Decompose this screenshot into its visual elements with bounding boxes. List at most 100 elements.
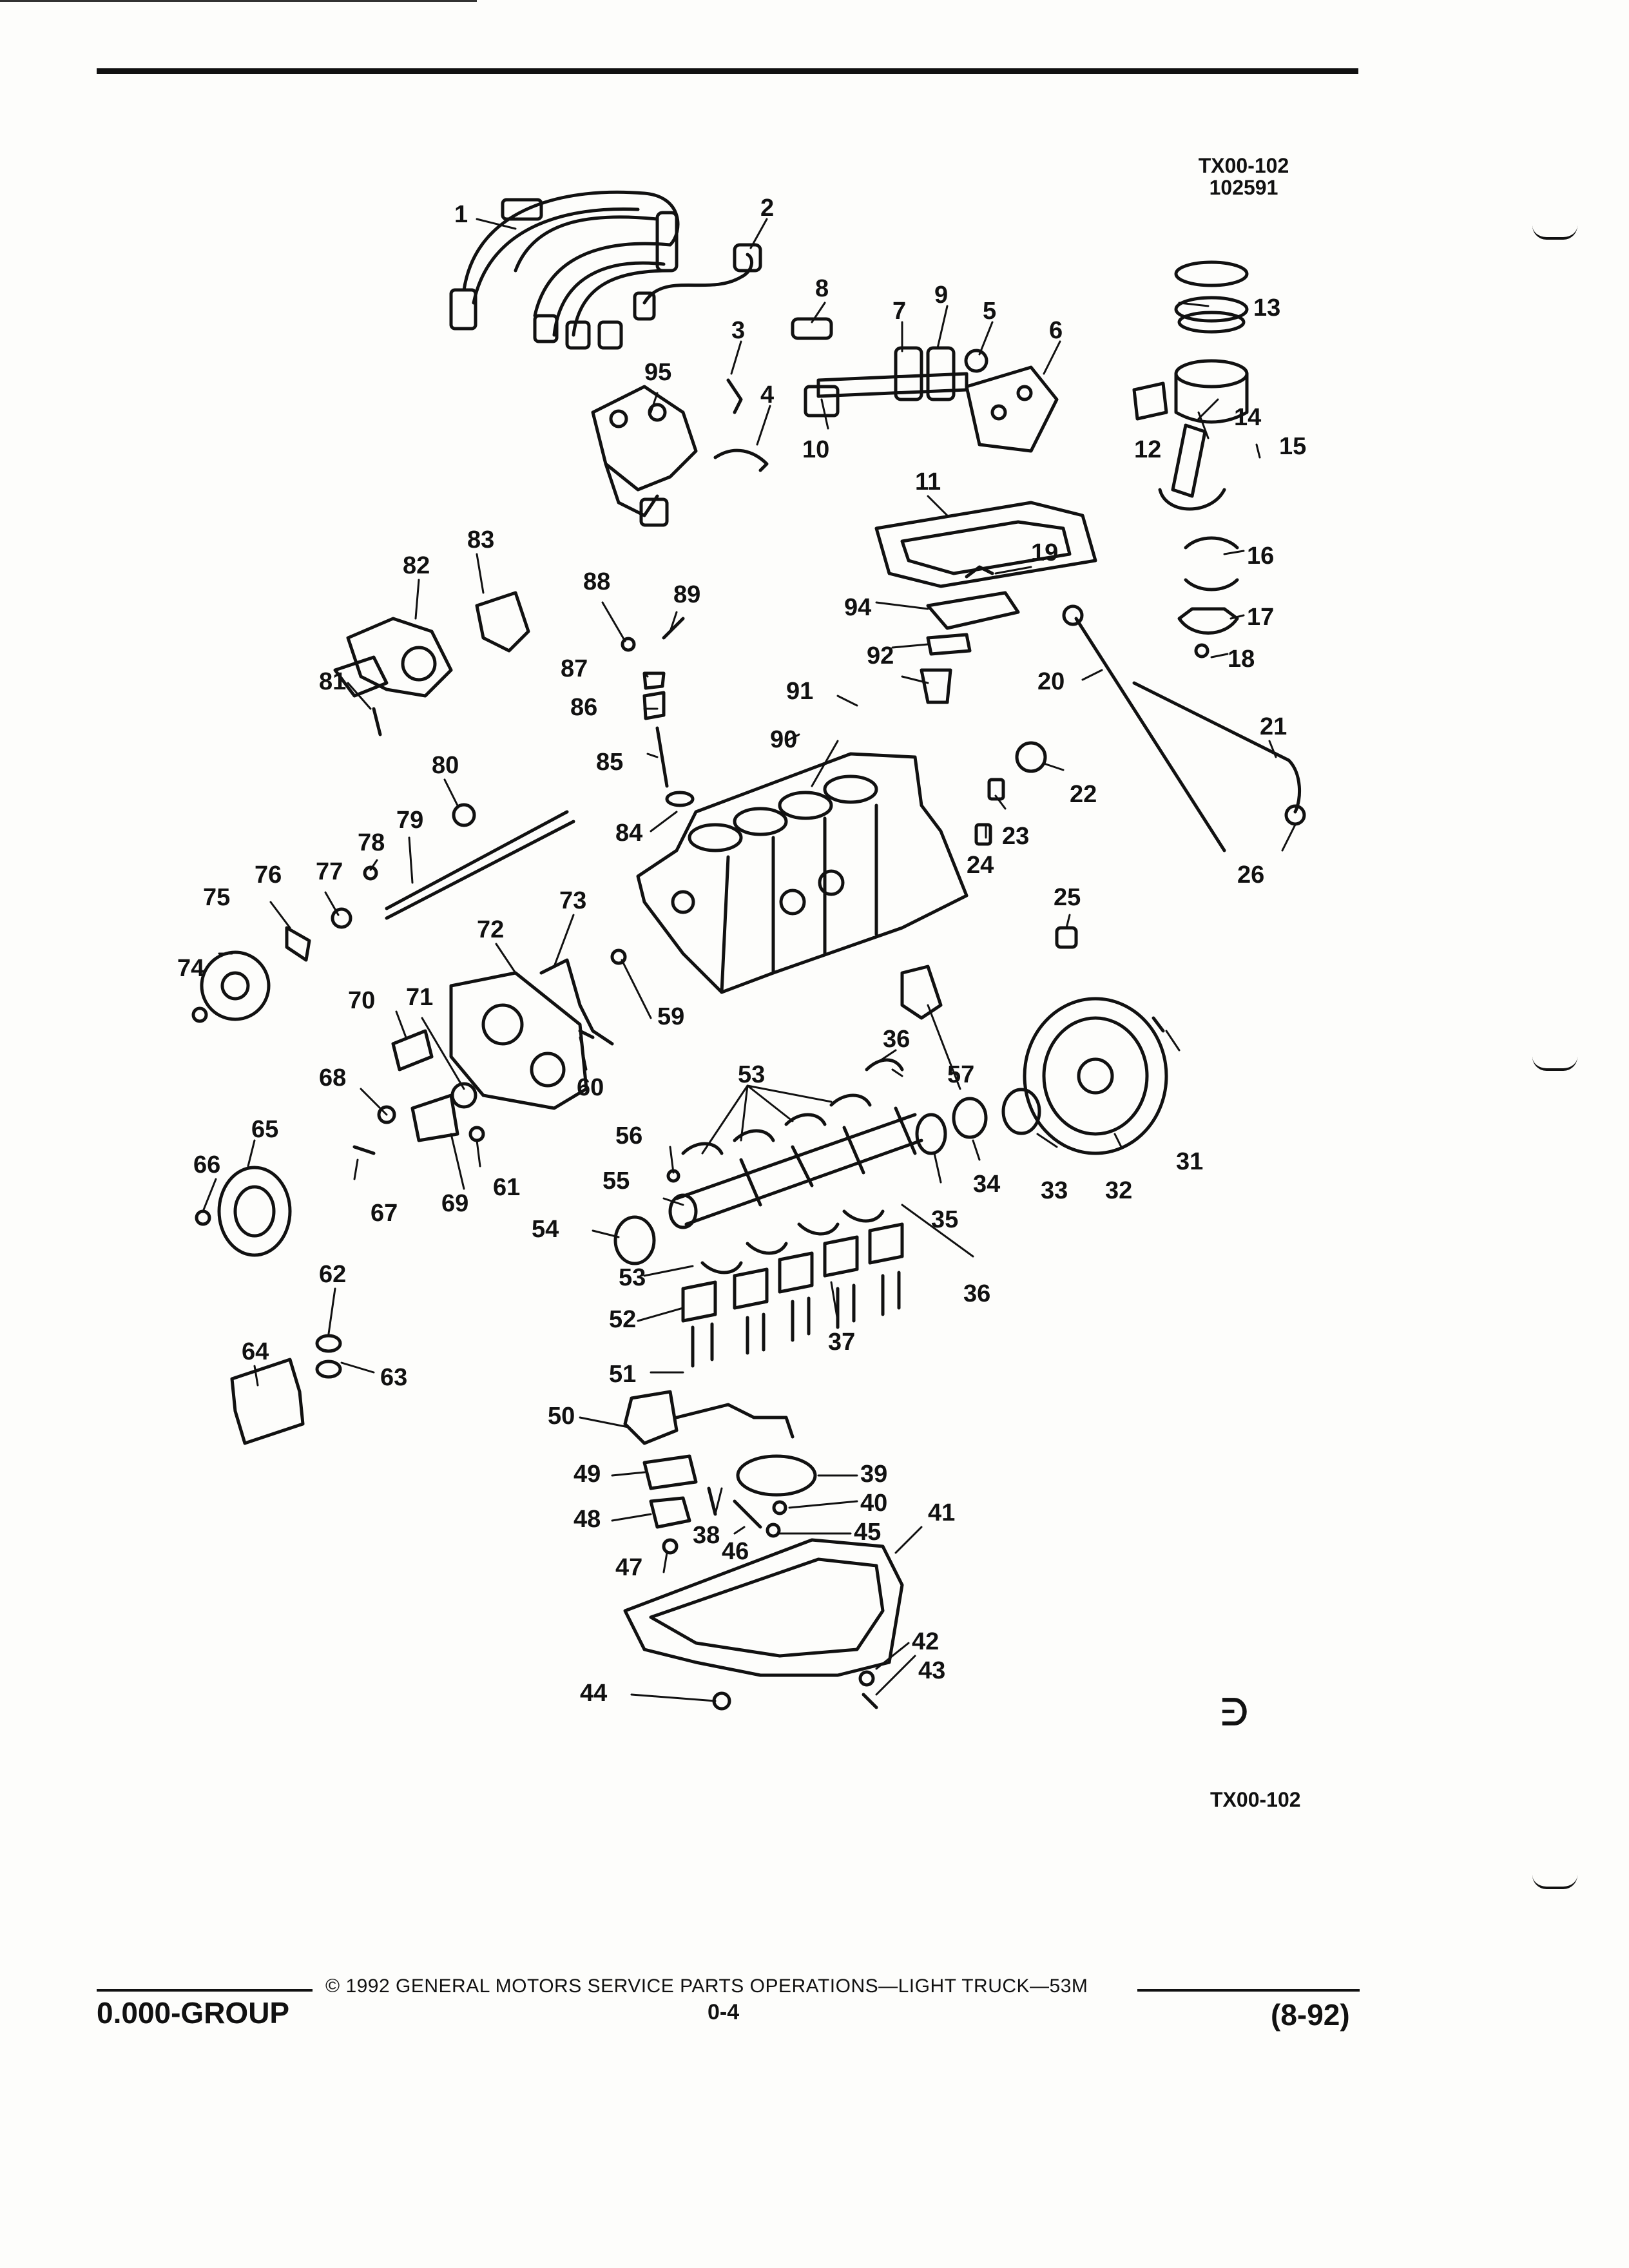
callout: 72: [477, 916, 504, 943]
valve-38: [707, 1486, 717, 1516]
callout: 38: [693, 1522, 720, 1549]
footer-rule-right: [1137, 1989, 1360, 1992]
callout: 33: [1041, 1177, 1068, 1204]
callout: 16: [1247, 543, 1274, 570]
callout: 1: [454, 201, 468, 228]
gm-logo-mark-icon: ᕭ: [1221, 1692, 1248, 1733]
callout: 42: [912, 1628, 939, 1655]
callout: 94: [844, 594, 871, 621]
spark-plug-wires: [449, 190, 680, 350]
edition-date: (8-92): [1271, 1998, 1350, 2032]
main-bearing-53: [681, 1142, 724, 1155]
ref-code: TX00-102: [1198, 154, 1289, 177]
callout: 3: [731, 317, 745, 344]
callout: 7: [892, 298, 906, 325]
plug-23: [987, 778, 1005, 801]
thrust-plate-76: [285, 926, 311, 962]
callout: 68: [319, 1064, 346, 1091]
bolt-31: [1152, 1016, 1165, 1033]
callout: 91: [786, 678, 813, 705]
header-rule: [97, 68, 1358, 74]
callout: 79: [396, 807, 423, 834]
bolt-74: [191, 1006, 208, 1023]
gasket-42: [858, 1670, 875, 1687]
expansion-plug: [1015, 741, 1047, 773]
callout: 59: [657, 1003, 684, 1030]
main-bearing-53: [700, 1261, 743, 1274]
callout: 69: [441, 1190, 468, 1217]
callout: 36: [963, 1280, 990, 1307]
gasket-49: [642, 1454, 698, 1490]
callout: 11: [915, 468, 941, 495]
callout: 34: [973, 1171, 1000, 1198]
callout: 51: [609, 1361, 636, 1388]
callout: 49: [574, 1461, 601, 1488]
washer-68: [377, 1105, 396, 1124]
tensioner-69: [410, 1093, 459, 1142]
callout: 6: [1049, 317, 1063, 344]
seal-86: [642, 691, 666, 720]
callout: 88: [583, 568, 610, 595]
callout: 76: [255, 861, 282, 889]
bearing-80: [452, 803, 476, 827]
oil-dipstick: [1074, 617, 1226, 852]
water-pump: [333, 617, 453, 698]
clip-89: [662, 617, 685, 640]
callout: 62: [319, 1261, 346, 1288]
callout: 21: [1260, 713, 1287, 740]
callout: 9: [934, 282, 948, 309]
callout: 86: [570, 694, 597, 721]
callout: 48: [574, 1506, 601, 1533]
oil-pickup-screen-39: [736, 1454, 817, 1497]
bolt-88: [621, 637, 636, 652]
callout: 66: [193, 1151, 220, 1178]
callout: 83: [467, 526, 494, 553]
distributor: [591, 385, 698, 527]
callout: 40: [860, 1490, 887, 1517]
distributor-clamp: [713, 448, 769, 472]
scan-edge-line: [0, 0, 477, 2]
page-edge-mark: [1532, 226, 1577, 240]
flywheel: [1023, 997, 1168, 1155]
callout: 45: [854, 1519, 881, 1546]
part-60: [578, 1029, 595, 1039]
bolt-93: [926, 633, 972, 656]
callout: 87: [561, 655, 588, 682]
callout: 25: [1054, 884, 1081, 911]
callout: 31: [1176, 1148, 1203, 1175]
clip: [965, 565, 994, 579]
sensor-lead: [633, 243, 762, 321]
valve-cover-gasket: [874, 501, 1097, 588]
callout: 67: [371, 1200, 398, 1227]
callout: 55: [602, 1168, 630, 1195]
main-bearing-53: [733, 1129, 775, 1142]
camshaft-sprocket: [200, 950, 271, 1021]
callout: 12: [1134, 436, 1161, 463]
rod-bearing-lower: [1184, 578, 1239, 591]
callout: 64: [242, 1338, 269, 1365]
callout: 53: [738, 1061, 765, 1088]
callout: 81: [319, 668, 346, 695]
spring-46: [733, 1499, 762, 1529]
callout: 60: [577, 1074, 604, 1101]
main-bearing-36: [865, 1058, 904, 1072]
seal-59: [610, 948, 627, 965]
timing-cover: [449, 971, 588, 1110]
callout: 54: [532, 1216, 559, 1243]
plug-25: [1055, 926, 1078, 949]
callout: 85: [596, 749, 623, 776]
timing-cover-gasket: [539, 958, 614, 1046]
key-78: [363, 865, 378, 881]
main-cap: [823, 1235, 859, 1278]
callout: 8: [815, 275, 829, 302]
water-pump-gasket: [475, 591, 530, 653]
bolt-81: [372, 707, 382, 736]
crankshaft: [668, 1106, 923, 1229]
callout: 73: [559, 887, 586, 914]
bottom-ref-code: TX00-102: [1210, 1788, 1301, 1811]
callout: 89: [673, 581, 700, 608]
oil-filter: [230, 1358, 305, 1445]
oil-pump-50: [623, 1390, 679, 1445]
rod-bearing-upper: [1184, 536, 1239, 550]
